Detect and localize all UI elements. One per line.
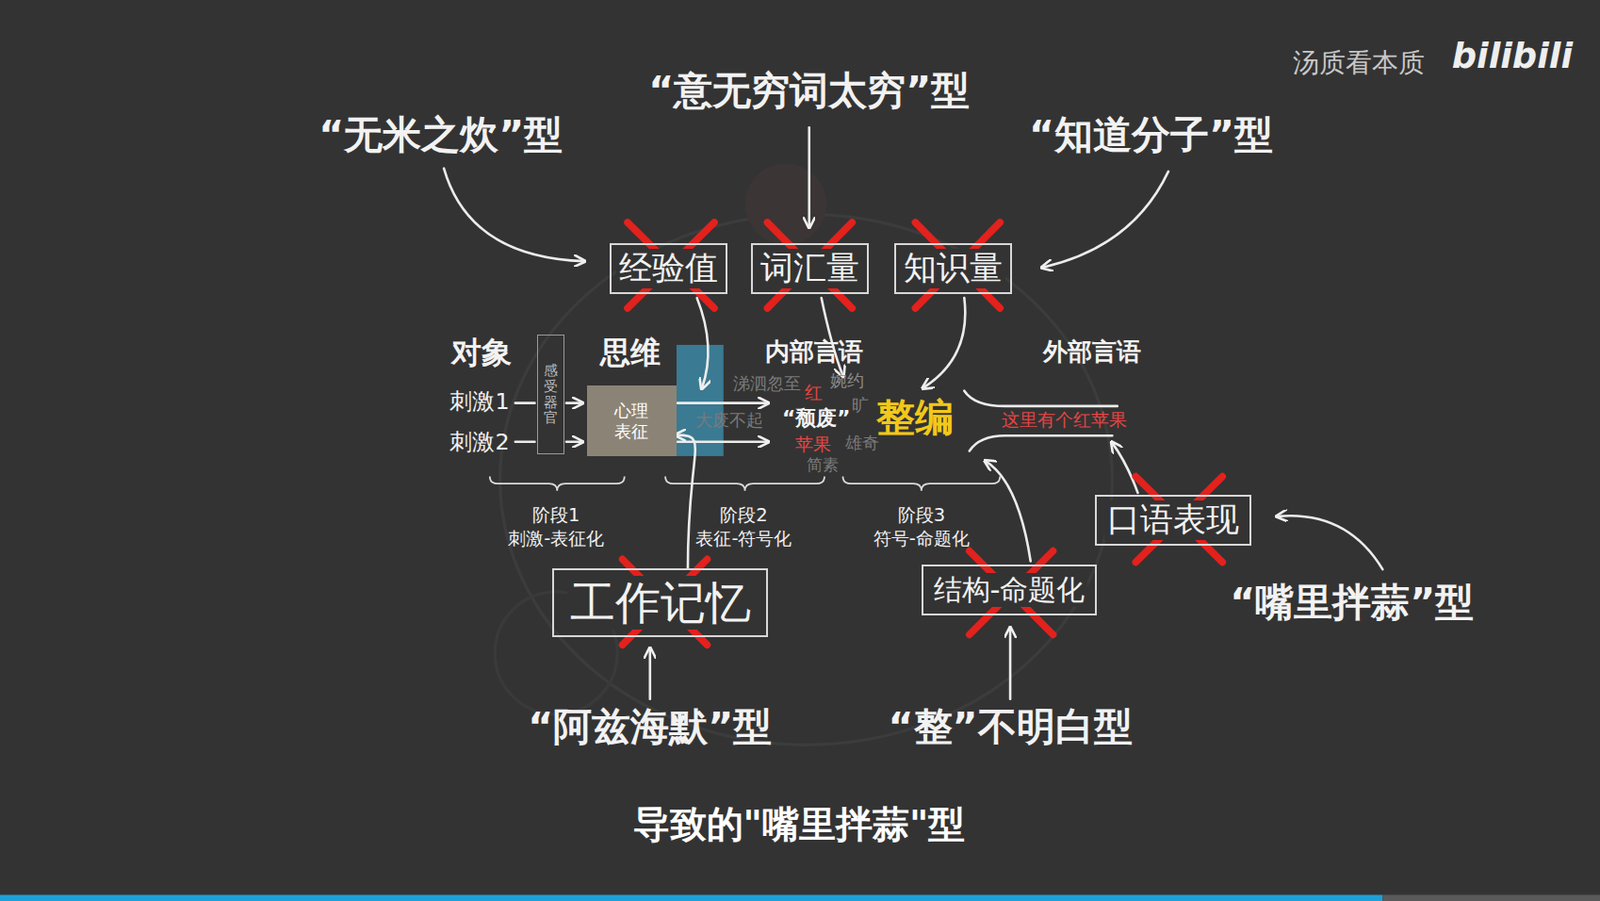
flow-arrow bbox=[677, 440, 768, 443]
faded-word: 简素 bbox=[806, 454, 839, 474]
node-text: 经验值 bbox=[616, 248, 721, 289]
leader-arrow bbox=[697, 297, 709, 388]
watermark-logo: bilibili bbox=[1452, 34, 1573, 77]
stage-label: 符号-命题化 bbox=[873, 527, 970, 550]
faint-head-outline bbox=[500, 213, 1113, 745]
faded-word: 涕泗忽至 bbox=[733, 373, 801, 394]
faded-word: 大废不起 bbox=[695, 409, 764, 431]
connector-arrow bbox=[676, 435, 696, 570]
watermark: 汤质看本质 bbox=[1292, 47, 1425, 80]
node-text: 知识量 bbox=[900, 248, 1006, 289]
faded-word: 婉约 bbox=[830, 370, 865, 392]
red-word: 苹果 bbox=[795, 433, 832, 456]
column-heading: 对象 bbox=[451, 333, 512, 371]
stage-label: 阶段3 bbox=[897, 504, 946, 526]
type-label: “整”不明白型 bbox=[888, 703, 1133, 751]
node-text: 感受器官 bbox=[543, 362, 558, 426]
progress-bar bbox=[0, 895, 1383, 901]
leader-arrow bbox=[1111, 442, 1138, 493]
stimulus-label: 刺激1 bbox=[449, 387, 509, 415]
leader-arrow bbox=[985, 460, 1031, 561]
oral-expression-box: 口语表现 bbox=[1094, 494, 1252, 546]
working-memory-box: 工作记忆 bbox=[552, 568, 769, 637]
stage-label: 表征-符号化 bbox=[695, 527, 792, 550]
progress-track bbox=[1382, 895, 1600, 901]
leader-arrow bbox=[443, 168, 584, 262]
stimulus-line bbox=[515, 440, 536, 443]
type-label: “嘴里拌蒜”型 bbox=[1229, 579, 1474, 626]
node-text: 结构-命题化 bbox=[930, 572, 1089, 607]
node-text: 心理表征 bbox=[613, 400, 651, 442]
type-label: “无米之炊”型 bbox=[318, 112, 563, 159]
leader-arrow bbox=[807, 127, 811, 227]
representation-box: 心理表征 bbox=[587, 385, 677, 457]
leader-arrow bbox=[1277, 515, 1384, 570]
node-text: 工作记忆 bbox=[567, 575, 754, 630]
bracket-line bbox=[969, 435, 1113, 451]
leader-arrow bbox=[649, 649, 653, 700]
type-label: “阿兹海默”型 bbox=[527, 703, 772, 751]
stimulus-line bbox=[515, 401, 536, 405]
stimulus-label: 刺激2 bbox=[449, 428, 509, 457]
leader-arrow bbox=[1043, 171, 1169, 268]
subtitle-caption: 导致的"嘴里拌蒜"型 bbox=[633, 802, 966, 848]
node-text: 口语表现 bbox=[1104, 500, 1242, 540]
flow-arrow bbox=[677, 401, 768, 405]
knowledge-box: 知识量 bbox=[894, 243, 1013, 294]
faint-sketch bbox=[745, 163, 828, 245]
column-heading: 外部言语 bbox=[1043, 337, 1142, 367]
stimulus-arrow bbox=[566, 440, 582, 443]
proposition-box: 结构-命题化 bbox=[921, 564, 1097, 616]
stage-brace bbox=[842, 476, 1000, 491]
stage-brace bbox=[665, 476, 825, 491]
blue-band bbox=[676, 344, 724, 457]
node-text: 词汇量 bbox=[757, 248, 863, 289]
type-label: “知道分子”型 bbox=[1028, 112, 1274, 159]
word-label: “颓废” bbox=[782, 406, 850, 431]
bracket-line bbox=[963, 391, 1117, 407]
sentence-label: 这里有个红苹果 bbox=[1001, 408, 1127, 431]
red-word: 红 bbox=[804, 381, 823, 404]
faded-word: 雄奇 bbox=[845, 432, 880, 454]
stage-label: 刺激-表征化 bbox=[507, 527, 605, 550]
stage-brace bbox=[489, 476, 625, 491]
highlight-word: 整编 bbox=[876, 394, 954, 441]
column-heading: 思维 bbox=[600, 333, 661, 371]
column-heading: 内部言语 bbox=[765, 337, 864, 367]
type-label: “意无穷词太穷”型 bbox=[648, 68, 970, 115]
leader-arrow bbox=[923, 297, 965, 388]
stimulus-arrow bbox=[566, 401, 582, 405]
experience-box: 经验值 bbox=[609, 243, 728, 294]
faded-word: 旷 bbox=[851, 394, 869, 416]
leader-arrow bbox=[1009, 628, 1013, 700]
vocabulary-box: 词汇量 bbox=[751, 243, 869, 294]
stage-label: 阶段2 bbox=[719, 504, 768, 526]
sensory-organ-box: 感受器官 bbox=[537, 334, 565, 455]
stage-label: 阶段1 bbox=[532, 504, 580, 526]
